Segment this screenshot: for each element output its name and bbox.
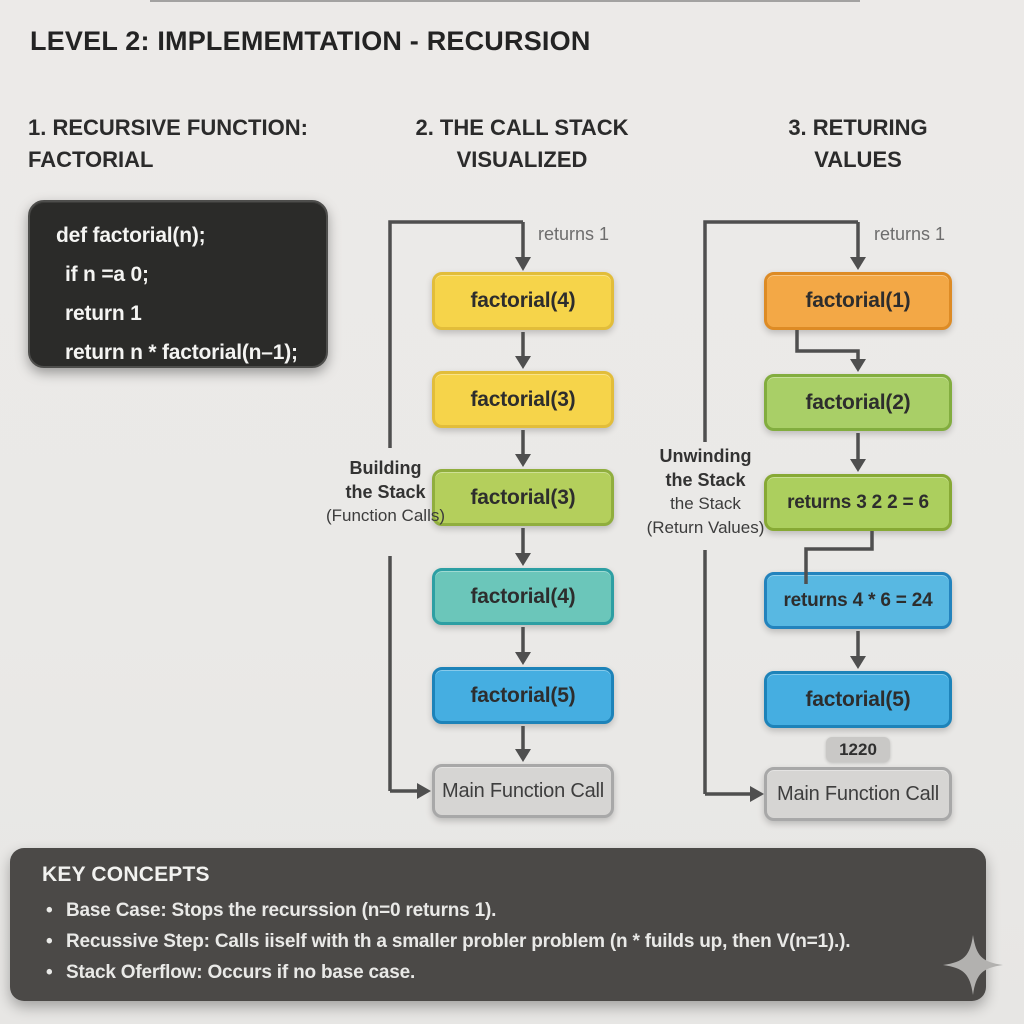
- main-function-call-box: Main Function Call: [764, 767, 952, 821]
- page-title: LEVEL 2: IMPLEMEMTATION - RECURSION: [30, 26, 591, 56]
- stack-box-label: returns 4 * 6 = 24: [783, 589, 933, 611]
- unwinding-stack-label: Unwinding the Stack the Stack (Return Va…: [628, 444, 783, 540]
- main-function-call-box: Main Function Call: [432, 764, 614, 818]
- stack-box-label: factorial(1): [805, 289, 911, 312]
- stack-box-label: factorial(4): [470, 289, 576, 312]
- code-line: if n =a 0;: [65, 263, 149, 286]
- stack-box-label: factorial(5): [470, 683, 576, 707]
- heading-line: 3. RETURING: [788, 115, 928, 140]
- heading-returning-values: 3. RETURING VALUES: [738, 112, 978, 176]
- return-box-factorial-2: factorial(2): [764, 374, 952, 431]
- stack-box-label: factorial(5): [805, 687, 911, 711]
- key-concept-recursive-step: Recussive Step: Calls iiself with th a s…: [42, 926, 956, 957]
- stack-box-factorial-3b: factorial(3): [432, 469, 614, 526]
- code-line: return 1: [65, 302, 142, 325]
- heading-line: FACTORIAL: [28, 147, 154, 172]
- top-edge-line: [150, 0, 860, 2]
- heading-line: VALUES: [814, 147, 902, 172]
- heading-line: 2. THE CALL STACK: [415, 115, 629, 140]
- stack-box-label: factorial(3): [470, 387, 576, 411]
- return-box-returns-24: returns 4 * 6 = 24: [764, 572, 952, 629]
- heading-recursive-function: 1. RECURSIVE FUNCTION: FACTORIAL: [28, 112, 358, 176]
- stack-box-label: factorial(4): [470, 584, 576, 608]
- key-concepts-title: KEY CONCEPTS: [42, 863, 210, 886]
- sparkle-icon: [943, 935, 1003, 995]
- stack-box-factorial-3: factorial(3): [432, 371, 614, 428]
- stack-box-label: factorial(2): [805, 390, 911, 414]
- heading-line: 1. RECURSIVE FUNCTION:: [28, 115, 308, 140]
- label-line: the Stack: [345, 482, 426, 502]
- return-box-factorial-1: factorial(1): [764, 272, 952, 330]
- label-line: (Return Values): [646, 518, 765, 537]
- returns-one-note-callstack: returns 1: [538, 224, 610, 244]
- code-block: def factorial(n); if n =a 0; return 1 re…: [28, 200, 328, 368]
- stack-box-factorial-5: factorial(5): [432, 667, 614, 724]
- return-box-factorial-5: factorial(5): [764, 671, 952, 728]
- label-line: the Stack: [665, 470, 746, 490]
- code-line: def factorial(n);: [56, 224, 206, 247]
- stack-box-label: factorial(3): [470, 485, 576, 509]
- key-concepts-panel: KEY CONCEPTS Base Case: Stops the recurs…: [10, 848, 986, 1001]
- label-line: Unwinding: [659, 446, 752, 466]
- label-line: (Function Calls): [325, 506, 446, 525]
- label-line: Building: [349, 458, 422, 478]
- stack-box-factorial-4: factorial(4): [432, 272, 614, 330]
- code-line: return n * factorial(n–1);: [65, 341, 298, 364]
- key-concept-stack-overflow: Stack Oferflow: Occurs if no base case.: [42, 957, 956, 988]
- label-line: the Stack: [670, 494, 741, 513]
- stack-box-label: Main Function Call: [776, 782, 940, 805]
- stack-box-factorial-4b: factorial(4): [432, 568, 614, 625]
- stack-box-label: Main Function Call: [441, 779, 605, 802]
- heading-line: VISUALIZED: [456, 147, 588, 172]
- building-stack-label: Building the Stack (Function Calls): [308, 456, 463, 528]
- value-badge-1220: 1220: [826, 737, 890, 762]
- stack-box-label: returns 3 2 2 = 6: [787, 491, 929, 513]
- returns-one-note-returning: returns 1: [874, 224, 946, 244]
- key-concept-base-case: Base Case: Stops the recurssion (n=0 ret…: [42, 895, 956, 926]
- heading-call-stack: 2. THE CALL STACK VISUALIZED: [377, 112, 667, 176]
- return-box-returns-6: returns 3 2 2 = 6: [764, 474, 952, 531]
